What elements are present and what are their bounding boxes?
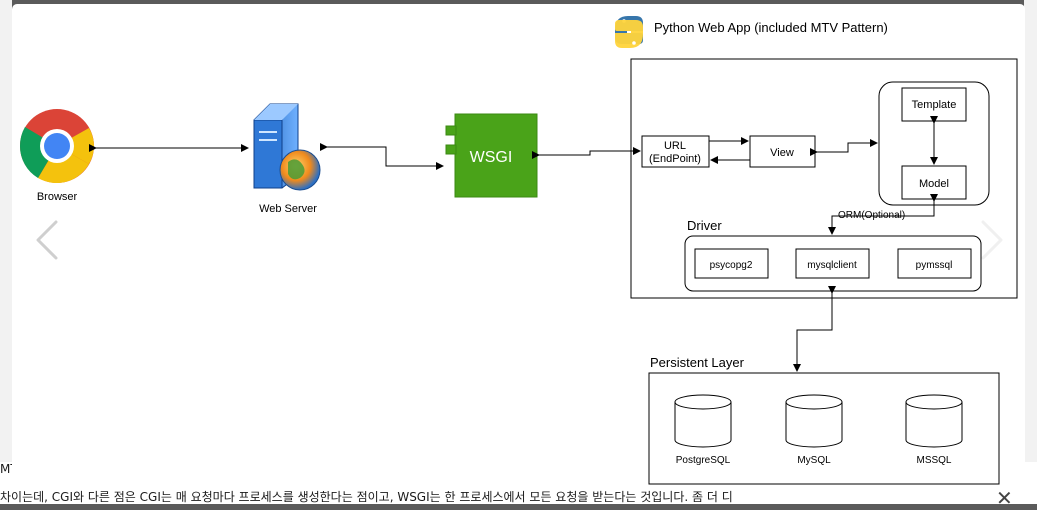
persistent-layer-title: Persistent Layer — [650, 355, 745, 370]
driver-box — [795, 248, 870, 279]
background-right-strip — [1024, 0, 1037, 504]
next-arrow-icon[interactable] — [981, 220, 1003, 260]
connector-arrows — [89, 116, 938, 372]
browser-label: Browser — [37, 191, 78, 203]
view-box — [749, 135, 816, 168]
chrome-icon — [19, 109, 94, 184]
web-server-label: Web Server — [259, 203, 317, 215]
driver-box — [897, 248, 972, 279]
python-icon — [615, 16, 643, 48]
database-cylinder — [785, 394, 843, 448]
template-label: Template — [912, 99, 957, 111]
web-server-icon — [253, 103, 321, 191]
template-box — [901, 87, 967, 122]
background-left-strip — [0, 0, 12, 504]
architecture-diagram: Browser Web Server WSGI Python Web App (… — [19, 16, 1018, 485]
model-box — [901, 165, 967, 200]
database-cylinder — [674, 394, 732, 448]
driver-box — [694, 248, 769, 279]
image-viewer-card: Browser Web Server WSGI Python Web App (… — [12, 4, 1025, 490]
driver-label: mysqlclient — [807, 260, 857, 271]
url-label: URL — [664, 140, 686, 152]
driver-label: psycopg2 — [710, 260, 753, 271]
close-icon[interactable]: ✕ — [996, 486, 1013, 510]
background-text-line2: 차이는데, CGI와 다른 점은 CGI는 매 요청마다 프로세스를 생성한다는… — [0, 490, 733, 504]
database-label: MSSQL — [916, 455, 951, 466]
prev-arrow-icon[interactable] — [35, 219, 59, 261]
wsgi-label: WSGI — [470, 149, 513, 166]
database-label: MySQL — [797, 455, 831, 466]
app-title: Python Web App (included MTV Pattern) — [654, 20, 888, 35]
view-label: View — [770, 147, 794, 159]
endpoint-label: (EndPoint) — [649, 153, 701, 165]
driver-label: pymssql — [916, 260, 953, 271]
model-label: Model — [919, 178, 949, 190]
url-box — [641, 135, 710, 168]
driver-title: Driver — [687, 218, 722, 233]
database-cylinder — [905, 394, 963, 448]
database-label: PostgreSQL — [676, 455, 731, 466]
